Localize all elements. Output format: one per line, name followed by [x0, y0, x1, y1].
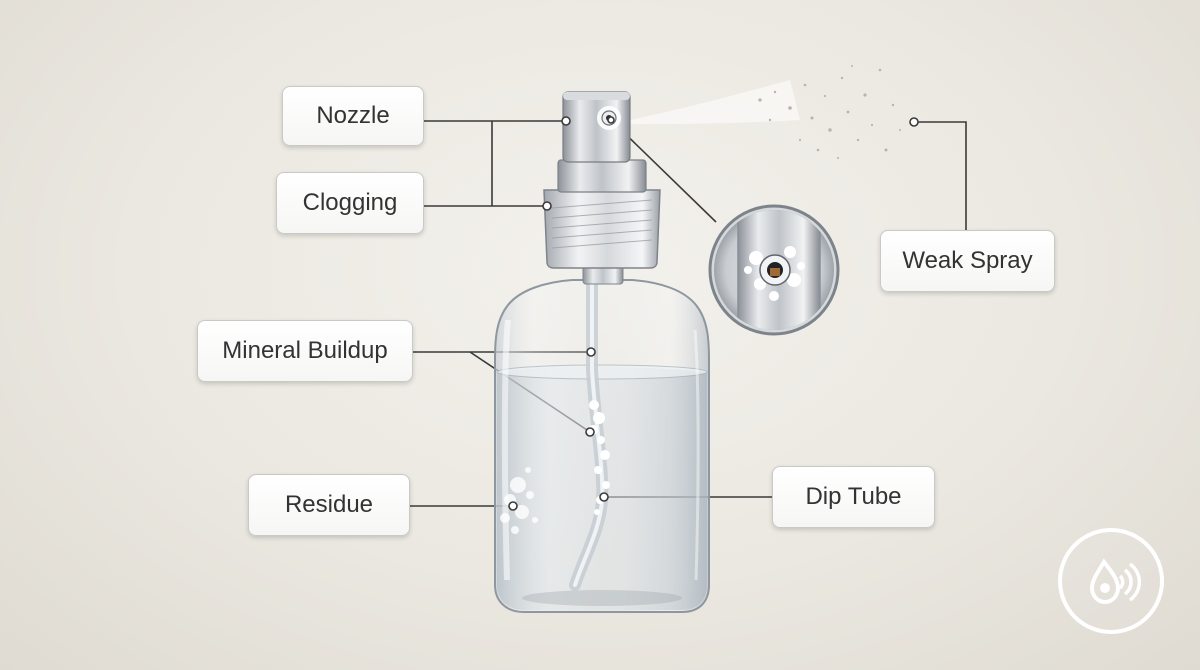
label-nozzle: Nozzle	[282, 86, 424, 146]
label-dip-tube: Dip Tube	[772, 466, 935, 528]
nozzle-closeup-inset	[708, 204, 840, 336]
pump-actuator	[557, 91, 647, 193]
screw-cap	[543, 189, 661, 269]
label-clogging: Clogging	[276, 172, 424, 234]
water-drop-spray-icon	[1058, 528, 1164, 634]
label-mineral-buildup: Mineral Buildup	[197, 320, 413, 382]
spray-mist	[622, 65, 901, 159]
label-weak-spray: Weak Spray	[880, 230, 1055, 292]
label-residue: Residue	[248, 474, 410, 536]
leader-dots	[508, 116, 919, 511]
